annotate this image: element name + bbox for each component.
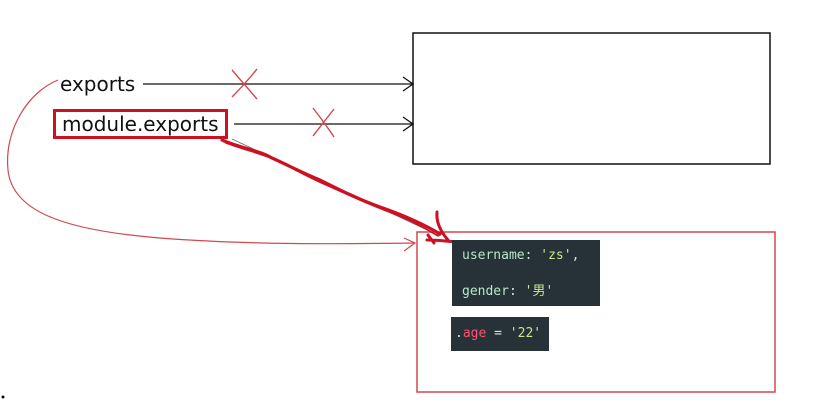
code-snippet-object-literal: username: 'zs', gender: '男' [452, 240, 600, 306]
corner-dot [1, 395, 5, 399]
exports-arrowhead-icon [402, 76, 415, 92]
module-exports-new-reference-stroke-echo [225, 142, 439, 237]
exports-new-reference-curve [6, 79, 416, 245]
code-key: username [462, 248, 525, 263]
code-string: '男' [524, 284, 554, 299]
module-exports-new-reference-stroke [220, 138, 442, 236]
code-line-age: .age = '22' [455, 326, 541, 341]
code-dot: . [455, 326, 463, 341]
code-key: gender [462, 284, 509, 299]
code-property: age [462, 326, 487, 341]
code-line-username: username: 'zs', [462, 248, 579, 263]
module-exports-cross-icon [312, 107, 335, 138]
exports-cross-icon [231, 68, 258, 100]
original-object-box [412, 32, 771, 165]
code-line-gender: gender: '男' [462, 280, 553, 299]
code-comma: , [571, 248, 580, 263]
code-string: '22' [509, 326, 542, 341]
code-string: 'zs' [540, 248, 572, 263]
code-colon: : [508, 284, 525, 299]
new-object-box [416, 231, 776, 393]
code-snippet-age-assignment: .age = '22' [451, 317, 549, 351]
exports-new-reference-arrowhead-icon [403, 237, 417, 252]
exports-label: exports [60, 72, 136, 96]
module-exports-arrowhead-icon [402, 116, 415, 132]
code-colon: : [524, 248, 541, 263]
code-operator: = [486, 326, 510, 341]
module-exports-label: module.exports [53, 109, 228, 139]
